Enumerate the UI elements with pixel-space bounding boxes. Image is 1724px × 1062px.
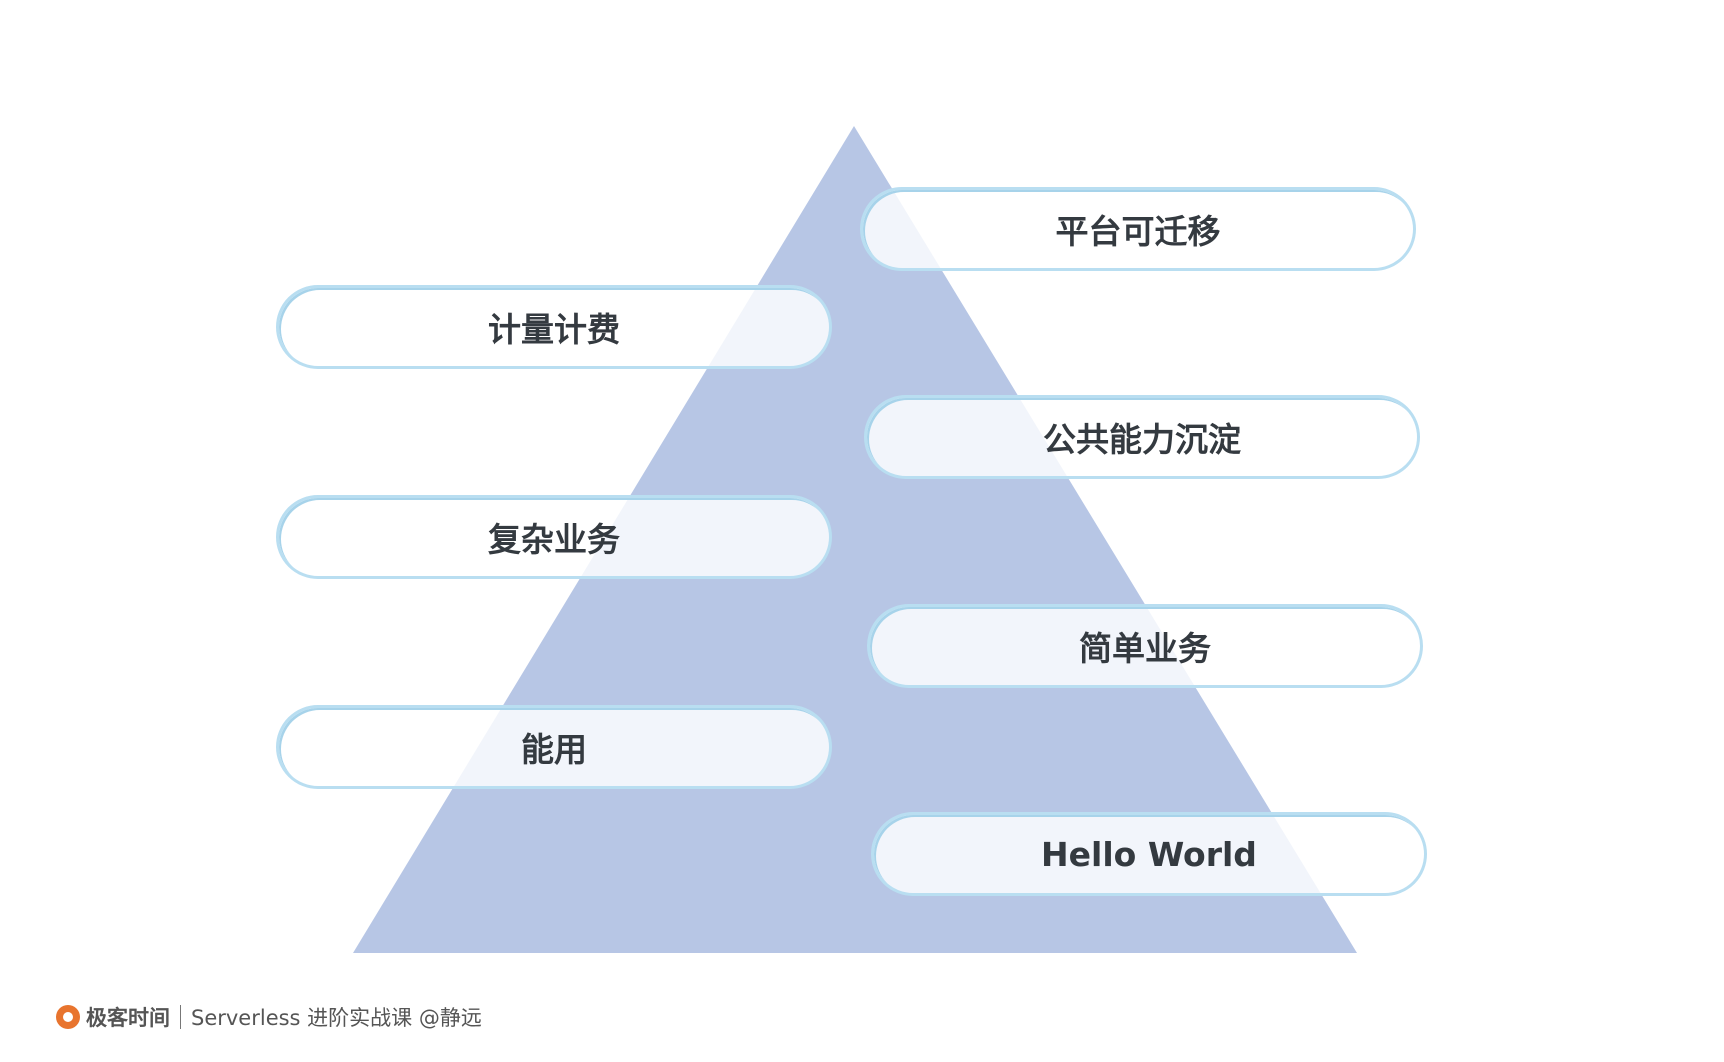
level-label: Hello World (1041, 834, 1257, 874)
level-box-common-capability: 公共能力沉淀 (864, 395, 1420, 479)
level-label: 复杂业务 (488, 520, 620, 559)
level-box-platform-portable: 平台可迁移 (860, 187, 1416, 271)
level-box-metered-billing: 计量计费 (276, 285, 832, 369)
level-label: 简单业务 (1079, 629, 1211, 668)
brand-name: 极客时间 (86, 1006, 170, 1030)
footer: 极客时间 Serverless 进阶实战课 @静远 (56, 1002, 482, 1032)
course-credit: Serverless 进阶实战课 @静远 (191, 1006, 482, 1030)
level-label: 计量计费 (488, 310, 620, 349)
level-box-simple-business: 简单业务 (867, 604, 1423, 688)
level-label: 能用 (521, 730, 587, 769)
level-label: 平台可迁移 (1055, 212, 1221, 251)
level-box-hello-world: Hello World (871, 812, 1427, 896)
level-box-usable: 能用 (276, 705, 832, 789)
divider (180, 1005, 181, 1029)
level-box-complex-business: 复杂业务 (276, 495, 832, 579)
geektime-logo-icon (56, 1005, 80, 1029)
level-label: 公共能力沉淀 (1043, 420, 1241, 459)
